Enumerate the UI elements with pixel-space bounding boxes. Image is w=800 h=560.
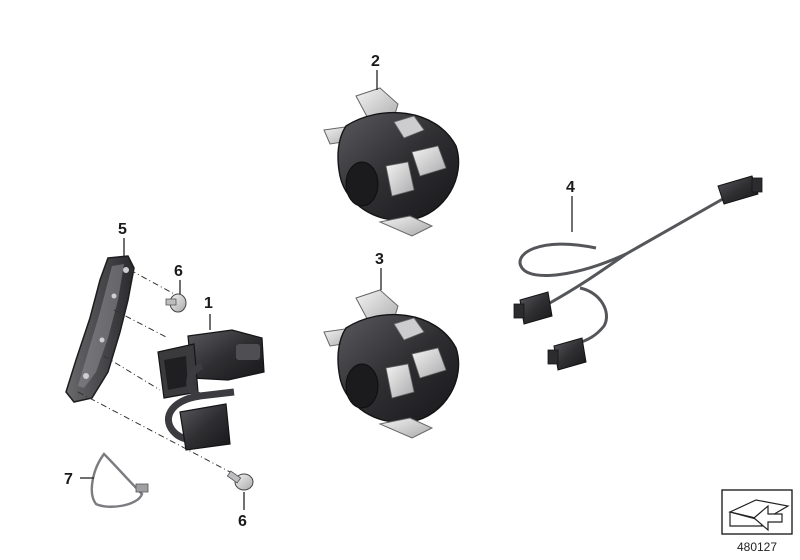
control-module	[157, 329, 265, 451]
callout-1: 1	[204, 295, 213, 312]
handlebar-switch-upper	[323, 87, 460, 237]
wiring-harness	[513, 175, 763, 371]
callout-7: 7	[64, 471, 73, 488]
screw-upper	[165, 293, 187, 313]
assembly-lines	[77, 269, 231, 473]
screw-lower	[226, 470, 254, 491]
leader-lines	[80, 70, 573, 510]
catalog-number: 480127	[736, 540, 778, 554]
callout-6-lower: 6	[238, 513, 247, 530]
diagram-orientation-icon	[721, 489, 793, 535]
cable-clip	[90, 452, 149, 508]
mounting-bracket	[65, 255, 135, 403]
callout-2: 2	[371, 53, 380, 70]
handlebar-switch-lower	[323, 289, 460, 439]
callout-3: 3	[375, 251, 384, 268]
callout-6-upper: 6	[174, 263, 183, 280]
callout-4: 4	[566, 179, 575, 196]
callout-5: 5	[118, 221, 127, 238]
